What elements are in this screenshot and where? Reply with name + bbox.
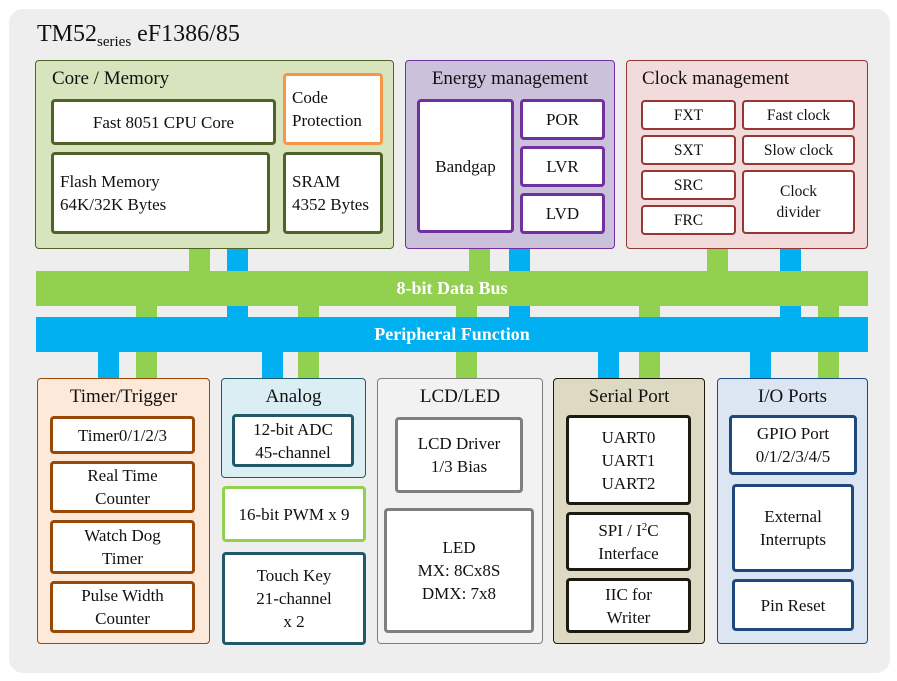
connector-io-peripheral [750, 350, 771, 380]
lcd-driver-box: LCD Driver 1/3 Bias [395, 417, 523, 493]
sxt-box: SXT [641, 135, 736, 165]
fast-clock-box: Fast clock [742, 100, 855, 130]
title-product: TM52 [37, 21, 97, 47]
connector-energy-databus [469, 248, 490, 278]
timer-box: Timer0/1/2/3 [50, 416, 195, 454]
iic-writer-box: IIC for Writer [566, 578, 691, 633]
energy-management-label: Energy management [431, 68, 589, 89]
watch-dog-timer-box: Watch Dog Timer [50, 520, 195, 574]
title-series: series [97, 34, 132, 50]
data-bus: 8-bit Data Bus [36, 271, 868, 306]
timer-trigger-label: Timer/Trigger [69, 386, 178, 407]
uart-box: UART0 UART1 UART2 [566, 415, 691, 505]
por-box: POR [520, 99, 605, 140]
fxt-box: FXT [641, 100, 736, 130]
connector-analog-peripheral [262, 350, 283, 380]
lvd-box: LVD [520, 193, 605, 234]
bandgap-box: Bandgap [417, 99, 514, 233]
serial-port-label: Serial Port [588, 386, 670, 407]
adc-box: 12-bit ADC 45-channel [232, 414, 354, 467]
connector-core-databus [189, 248, 210, 278]
real-time-counter-box: Real Time Counter [50, 461, 195, 513]
lvr-box: LVR [520, 146, 605, 187]
spi-i2c-box: SPI / I2C Interface [566, 512, 691, 571]
clock-management-label: Clock management [642, 68, 790, 89]
clock-divider-box: Clock divider [742, 170, 855, 234]
code-protection-box: Code Protection [283, 73, 383, 145]
sram-box: SRAM 4352 Bytes [283, 152, 383, 234]
core-memory-label: Core / Memory [52, 68, 170, 89]
touch-key-box: Touch Key 21-channel x 2 [222, 552, 366, 645]
lcd-led-label: LCD/LED [419, 386, 501, 407]
src-box: SRC [641, 170, 736, 200]
io-ports-label: I/O Ports [757, 386, 828, 407]
peripheral-function-bus: Peripheral Function [36, 317, 868, 352]
frc-box: FRC [641, 205, 736, 235]
title-chip: eF1386/85 [137, 21, 240, 47]
connector-serial-peripheral [598, 350, 619, 380]
flash-memory-box: Flash Memory 64K/32K Bytes [51, 152, 270, 234]
pwm-box: 16-bit PWM x 9 [222, 486, 366, 542]
connector-timer-peripheral [98, 350, 119, 380]
connector-clock-databus [707, 248, 728, 278]
pin-reset-box: Pin Reset [732, 579, 854, 631]
led-box: LED MX: 8Cx8S DMX: 7x8 [384, 508, 534, 633]
pulse-width-counter-box: Pulse Width Counter [50, 581, 195, 633]
analog-label: Analog [265, 386, 322, 407]
external-interrupts-box: External Interrupts [732, 484, 854, 572]
cpu-core-box: Fast 8051 CPU Core [51, 99, 276, 145]
gpio-port-box: GPIO Port 0/1/2/3/4/5 [729, 415, 857, 475]
diagram-title: TM52series eF1386/85 [37, 19, 240, 57]
slow-clock-box: Slow clock [742, 135, 855, 165]
